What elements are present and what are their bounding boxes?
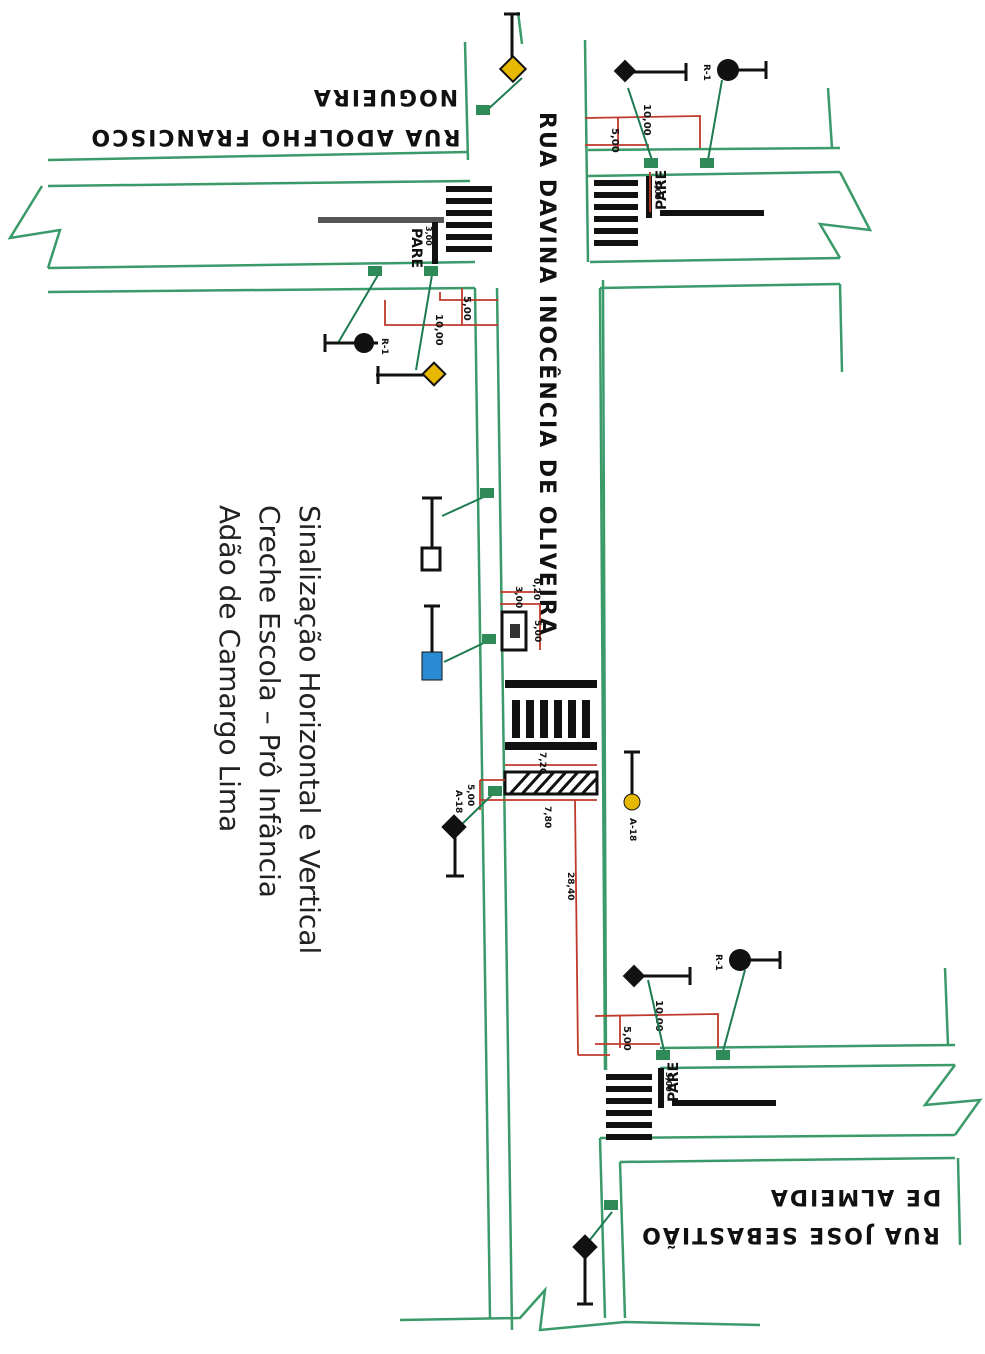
- title-line1: Sinalização Horizontal e Vertical: [293, 505, 326, 954]
- regulation-plate-icon: [420, 546, 442, 572]
- dim-crossing-c: 5,00: [465, 784, 475, 806]
- diamond-sign-icon: [613, 59, 637, 83]
- parking-sign-icon: [421, 651, 443, 681]
- dim-bottom-right-10: 10,00: [653, 1000, 664, 1032]
- stop-sign-r1-bottom-right: R-1: [713, 949, 782, 971]
- dim-top-right-pare: 3,00: [653, 180, 662, 200]
- dim-parking-c: 5,00: [532, 620, 542, 642]
- school-warning-icon: [441, 814, 467, 840]
- pare-word-top-right: PARE: [654, 170, 670, 210]
- stop-sign-r1-top-left: R-1: [323, 333, 389, 355]
- bottom-street-name-line1: RUA JOSE SEBASTIÃO: [640, 1222, 940, 1248]
- diamond-sign-icon: [572, 1234, 598, 1260]
- school-sign-a18-right: A-18: [623, 750, 641, 841]
- top-street-name-line2: NOGUEIRA: [312, 84, 458, 109]
- raised-crossing-hatched: [503, 770, 599, 796]
- dim-parking-b: 3,00: [513, 586, 523, 608]
- dim-top-left-5: 5,00: [461, 296, 472, 321]
- warning-sign-top: [498, 12, 528, 84]
- main-street-name: RUA DAVINA INOCÊNCIA DE OLIVEIRA: [534, 112, 560, 637]
- sign-code-a18-right: A-18: [627, 818, 637, 841]
- diamond-sign-icon: [622, 964, 646, 988]
- road-outlines: [7, 11, 983, 1332]
- stop-sign-icon: [354, 333, 374, 353]
- parking-space-marking: [500, 610, 528, 652]
- sign-code-r1-top-right: R-1: [701, 64, 711, 81]
- sign-code-r1-bottom-right: R-1: [713, 954, 723, 971]
- dim-top-left-10: 10,00: [433, 314, 444, 346]
- diamond-sign-top-right: [613, 59, 688, 83]
- warning-sign-top-left: [376, 361, 447, 387]
- dim-bottom-right-pare: 3,00: [664, 1072, 673, 1092]
- pare-word-top-left: PARE: [408, 228, 424, 268]
- regulation-sign-mid: [420, 496, 442, 572]
- stop-sign-icon: [729, 949, 751, 971]
- pare-word-bottom: PARE: [666, 1062, 682, 1102]
- dim-crossing-a: 7,20: [537, 752, 547, 774]
- warning-diamond-icon: [498, 54, 528, 84]
- school-warning-icon: [623, 793, 641, 811]
- dim-bottom-right-5: 5,00: [621, 1026, 632, 1051]
- title-line3: Adão de Camargo Lima: [213, 505, 246, 832]
- top-street-name-line1: RUA ADOLFHO FRANCISCO: [89, 124, 460, 149]
- stop-marking-top-right: PARE: [646, 170, 764, 218]
- pole-markers: [368, 105, 730, 1210]
- stop-marking-top-left: PARE: [318, 217, 444, 268]
- stop-sign-icon: [717, 59, 739, 81]
- title-line2: Creche Escola – Prô Infância: [253, 505, 286, 898]
- zebra-crossing-top-left: [446, 186, 492, 252]
- zebra-crossing-top-right: [594, 180, 638, 246]
- dim-top-right-5: 5,00: [609, 128, 620, 153]
- school-sign-a18-left: A-18: [441, 790, 467, 878]
- sign-code-r1-top-left: R-1: [379, 338, 389, 355]
- bottom-street-name-line2: DE ALMEIDA: [769, 1184, 941, 1209]
- title-block: Sinalização Horizontal e Vertical Creche…: [213, 505, 326, 954]
- dim-crossing-b: 7,80: [542, 806, 552, 828]
- stop-sign-r1-top-right: R-1: [701, 59, 768, 81]
- dim-top-right-10: 10,00: [641, 104, 652, 136]
- zebra-crossing-school: [505, 680, 597, 750]
- dim-top-left-pare: 3,00: [424, 226, 433, 246]
- parking-sign-blue: [421, 604, 443, 681]
- zebra-crossing-bottom: [606, 1074, 652, 1140]
- dim-parking-a: 0,20: [531, 578, 541, 600]
- diamond-sign-bottom: [572, 1234, 598, 1306]
- stop-marking-bottom: PARE: [658, 1062, 776, 1108]
- diamond-sign-bottom-right: [622, 964, 692, 988]
- sign-code-a18-left: A-18: [453, 790, 463, 813]
- dim-long: 28,40: [565, 872, 575, 900]
- warning-diamond-icon: [421, 361, 447, 387]
- dimension-labels: 5,00 10,00 3,00 5,00 10,00 3,00 5,00 10,…: [424, 104, 673, 1092]
